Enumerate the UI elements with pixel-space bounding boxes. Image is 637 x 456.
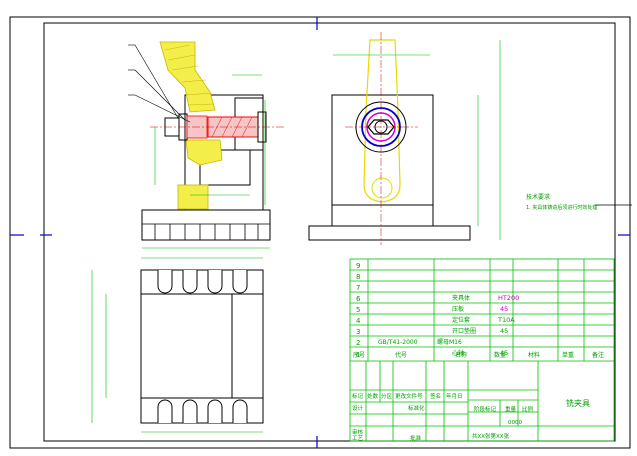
parts-and-title-grid: [349, 258, 615, 442]
rev-label-count: 处数: [367, 392, 379, 400]
part-no-9: 9: [356, 262, 360, 270]
rev-label-change: 更改文件号: [395, 392, 423, 400]
outer-border: [9, 16, 631, 449]
part-no-1: 1: [356, 351, 360, 359]
top-view: [91, 257, 264, 433]
header-name: 名称: [455, 351, 467, 359]
header-remark: 备注: [592, 351, 604, 359]
header-weight: 单重: [562, 351, 574, 359]
part-no-6: 6: [356, 295, 361, 303]
part-no-3: 3: [356, 328, 360, 336]
inner-frame: [43, 22, 616, 442]
part-material-5: 45: [500, 305, 508, 313]
part-name-2: 螺母M16: [437, 338, 462, 346]
part-material-3: 45: [500, 327, 508, 335]
rev-label-mark: 标记: [352, 392, 364, 400]
part-no-7: 7: [356, 284, 360, 292]
header-no: 序号: [353, 351, 365, 359]
part-material-6: HT200: [498, 294, 519, 302]
part-name-3: 开口垫圈: [452, 327, 476, 335]
tb-approve: 批准: [410, 434, 422, 442]
part-name-6: 夹具体: [452, 294, 470, 302]
side-view: [308, 32, 501, 245]
rev-label-zone: 分区: [381, 392, 393, 400]
part-no-8: 8: [356, 273, 360, 281]
drawing-name: 铣夹具: [566, 398, 590, 408]
tb-weight: 重量: [505, 405, 517, 413]
part-name-1: 心轴: [452, 349, 464, 357]
part-no-5: 5: [356, 306, 360, 314]
clamp-arm-hatch: [159, 41, 216, 113]
front-view: [128, 41, 285, 249]
part-no-4: 4: [356, 317, 361, 325]
tb-review: 审核: [352, 428, 364, 436]
rev-label-date: 年月日: [446, 392, 463, 400]
header-code: 代号: [395, 351, 407, 359]
part-code-2: GB/T41-2000: [378, 339, 418, 346]
tb-sheets: 共XX张第XX张: [472, 432, 510, 440]
part-material-1: 45: [500, 349, 508, 357]
header-qty: 数量: [494, 351, 506, 359]
rev-label-sign: 签名: [430, 392, 441, 400]
part-name-5: 压板: [452, 305, 464, 313]
part-material-4: T10A: [497, 316, 515, 324]
centering-marks: [10, 17, 630, 448]
tb-process: 工艺: [352, 435, 364, 442]
tb-standard: 标准化: [408, 404, 425, 412]
tb-stage: 阶段标记: [474, 405, 497, 413]
header-material: 材料: [528, 351, 540, 359]
part-no-2: 2: [356, 339, 360, 347]
part-name-4: 定位套: [452, 316, 470, 324]
tb-scale-cells: 0000: [508, 420, 522, 426]
notes-line1: 1. 夹具体铸造后须进行时效处理: [526, 204, 597, 211]
tb-scale: 比例: [522, 405, 534, 413]
tb-design: 设计: [352, 404, 364, 412]
notes-heading: 技术要求: [526, 193, 550, 201]
